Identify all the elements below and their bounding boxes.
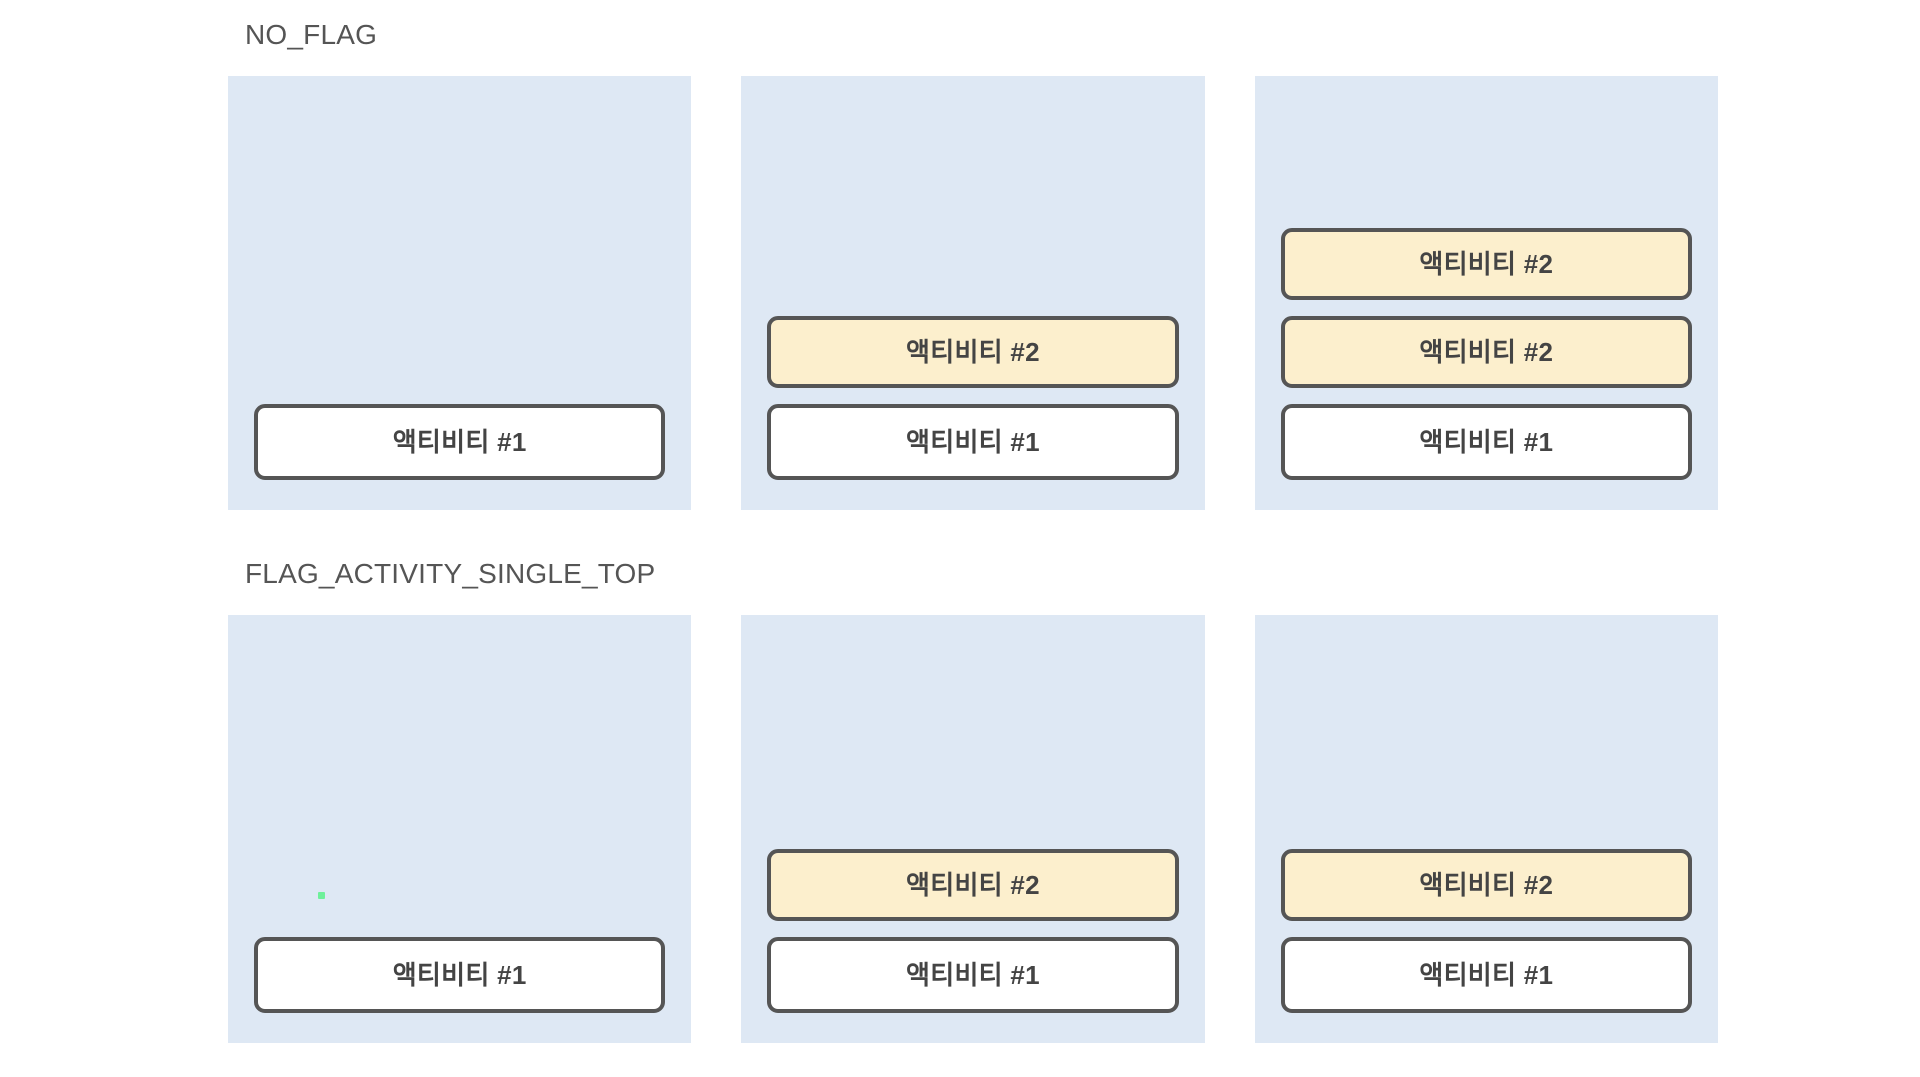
activity-box-secondary[interactable]: 액티비티 #2 (1280, 849, 1692, 921)
activity-stack: 액티비티 #2 액티비티 #2 액티비티 #1 (1280, 228, 1692, 480)
activity-box-secondary[interactable]: 액티비티 #2 (767, 849, 1179, 921)
activity-stack: 액티비티 #1 (254, 937, 666, 1013)
activity-box-primary[interactable]: 액티비티 #1 (254, 937, 666, 1013)
activity-stack-card: 액티비티 #2 액티비티 #2 액티비티 #1 (1254, 76, 1718, 510)
activity-box-primary[interactable]: 액티비티 #1 (1280, 404, 1692, 480)
activity-box-primary[interactable]: 액티비티 #1 (767, 404, 1179, 480)
activity-stack: 액티비티 #2 액티비티 #1 (767, 316, 1179, 480)
activity-stack-card: 액티비티 #2 액티비티 #1 (741, 76, 1205, 510)
card-row-flag-activity-single-top: 액티비티 #1 액티비티 #2 액티비티 #1 액티비티 #2 액티비티 #1 (228, 615, 1718, 1043)
section-label-flag-activity-single-top: FLAG_ACTIVITY_SINGLE_TOP (245, 558, 656, 589)
activity-stack: 액티비티 #2 액티비티 #1 (1280, 849, 1692, 1013)
activity-stack: 액티비티 #1 (254, 404, 666, 480)
activity-box-primary[interactable]: 액티비티 #1 (1280, 937, 1692, 1013)
activity-box-primary[interactable]: 액티비티 #1 (767, 937, 1179, 1013)
activity-stack: 액티비티 #2 액티비티 #1 (767, 849, 1179, 1013)
card-row-no-flag: 액티비티 #1 액티비티 #2 액티비티 #1 액티비티 #2 액티비티 #2 … (228, 76, 1718, 510)
activity-box-secondary[interactable]: 액티비티 #2 (767, 316, 1179, 388)
activity-box-secondary[interactable]: 액티비티 #2 (1280, 316, 1692, 388)
activity-box-secondary[interactable]: 액티비티 #2 (1280, 228, 1692, 300)
activity-stack-card: 액티비티 #1 (228, 76, 692, 510)
activity-box-primary[interactable]: 액티비티 #1 (254, 404, 666, 480)
activity-stack-card: 액티비티 #2 액티비티 #1 (741, 615, 1205, 1043)
activity-stack-card: 액티비티 #1 (228, 615, 692, 1043)
section-label-no-flag: NO_FLAG (245, 19, 378, 50)
activity-stack-card: 액티비티 #2 액티비티 #1 (1254, 615, 1718, 1043)
